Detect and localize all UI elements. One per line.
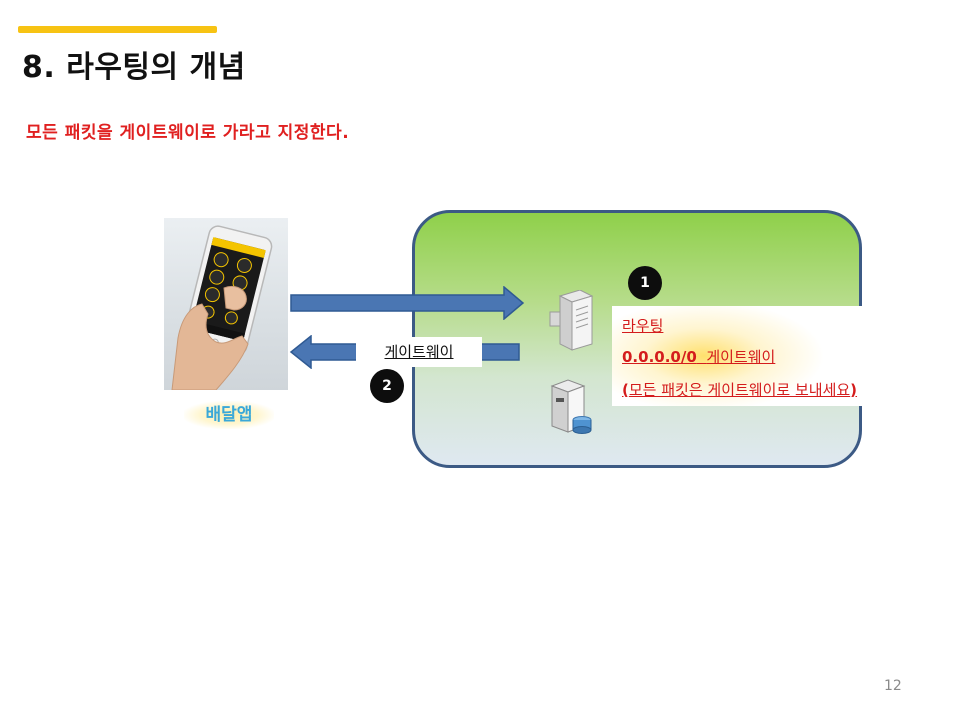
note-text: 모든 패킷은 게이트웨이로 보내세요: [629, 381, 850, 399]
note-close-paren: ): [850, 381, 857, 399]
outbound-arrow: [290, 286, 526, 320]
route-note: (모든 패킷은 게이트웨이로 보내세요): [622, 379, 857, 400]
slide-title: 8. 라우팅의 개념: [22, 42, 246, 86]
default-route-entry: 0.0.0.0/0 게이트웨이: [622, 346, 775, 367]
database-server-icon: [548, 378, 594, 436]
router-server-icon: [546, 290, 596, 352]
page-number: 12: [884, 678, 902, 694]
gateway-arrow-label: 게이트웨이: [356, 337, 482, 367]
route-address: 0.0.0.0/0: [622, 348, 697, 366]
slide-subtitle: 모든 패킷을 게이트웨이로 가라고 지정한다.: [26, 118, 349, 143]
route-target: 게이트웨이: [706, 348, 775, 366]
delivery-app-caption: 배달앱: [184, 401, 274, 429]
phone-in-hand-illustration: [164, 218, 288, 390]
routing-table-panel: 라우팅 0.0.0.0/0 게이트웨이 (모든 패킷은 게이트웨이로 보내세요): [612, 306, 940, 406]
note-open-paren: (: [622, 381, 629, 399]
routing-title: 라우팅: [622, 315, 663, 336]
title-accent-bar: [18, 26, 217, 33]
step-1-badge: 1: [628, 266, 662, 300]
step-2-badge: 2: [370, 369, 404, 403]
delivery-app-phone-image: [164, 218, 288, 390]
